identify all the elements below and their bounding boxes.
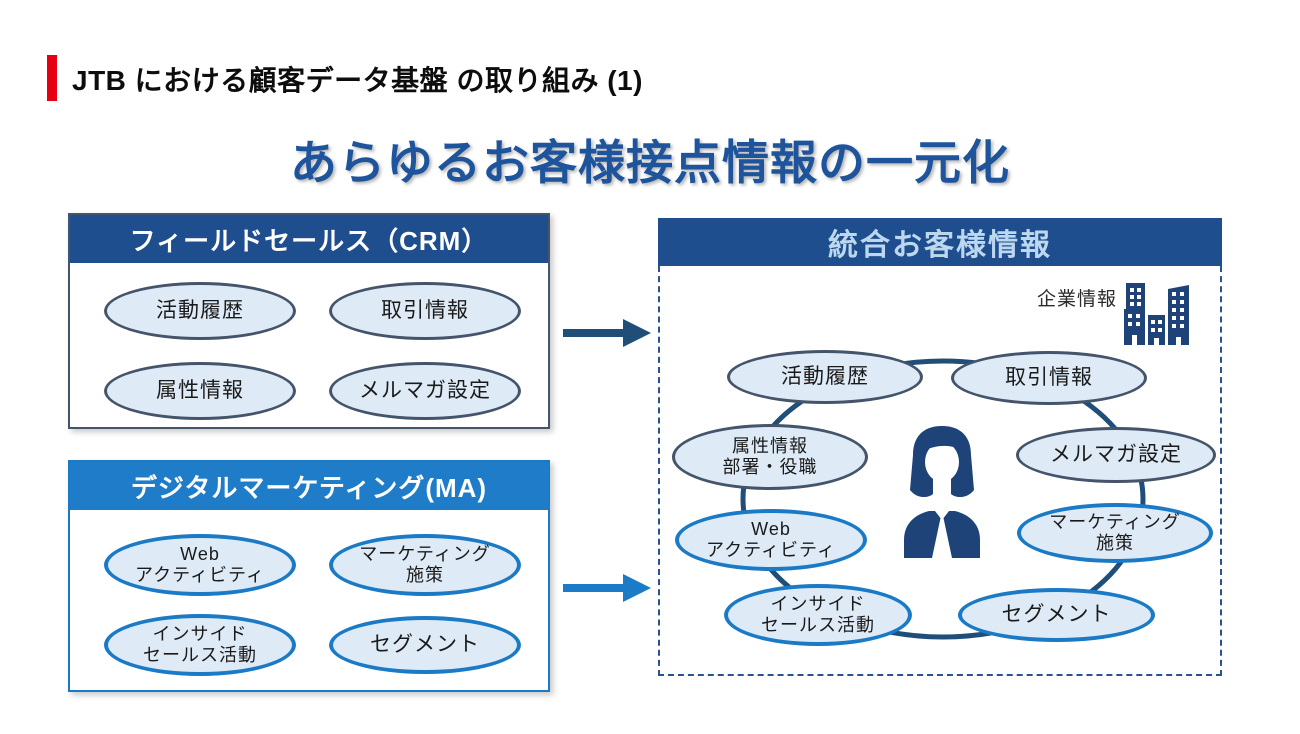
- node-label: アクティビティ: [706, 540, 836, 560]
- unified-panel-header: 統合お客様情報: [658, 218, 1222, 266]
- crm-node-transaction-info: 取引情報: [329, 282, 521, 340]
- ma-node-marketing-measures: マーケティング 施策: [329, 534, 521, 596]
- ma-to-unified-arrow-icon: [563, 574, 651, 602]
- title-accent-bar: [47, 55, 57, 101]
- ma-node-inside-sales: インサイド セールス活動: [104, 614, 296, 676]
- node-label: インサイド: [152, 623, 248, 644]
- unified-node-web-activity: Web アクティビティ: [675, 509, 867, 571]
- node-label: セールス活動: [143, 645, 257, 665]
- crm-node-activity-history: 活動履歴: [104, 282, 296, 340]
- node-label: 活動履歴: [156, 298, 244, 322]
- unified-node-inside-sales: インサイド セールス活動: [724, 584, 912, 646]
- node-label: Web: [180, 543, 220, 564]
- node-label: 活動履歴: [781, 364, 869, 388]
- node-label: 属性情報: [732, 435, 808, 456]
- unified-node-mailmag-settings: メルマガ設定: [1016, 427, 1216, 483]
- connection-ring: [740, 358, 1146, 640]
- node-label: Web: [751, 518, 791, 539]
- node-label: 取引情報: [381, 298, 469, 322]
- node-label: セールス活動: [761, 615, 875, 635]
- node-label: アクティビティ: [135, 565, 265, 585]
- node-label: 施策: [406, 565, 444, 585]
- crm-node-mailmag-settings: メルマガ設定: [329, 362, 521, 420]
- unified-node-activity-history: 活動履歴: [727, 350, 923, 404]
- crm-node-attribute-info: 属性情報: [104, 362, 296, 420]
- node-label: マーケティング: [1049, 511, 1181, 532]
- unified-node-transaction-info: 取引情報: [951, 351, 1147, 405]
- node-label: 部署・役職: [722, 457, 818, 477]
- node-label: マーケティング: [359, 543, 491, 564]
- node-label: 施策: [1096, 533, 1134, 553]
- unified-node-attribute-info: 属性情報 部署・役職: [672, 424, 868, 490]
- customer-person-icon: [904, 426, 980, 558]
- ma-node-segment: セグメント: [329, 616, 521, 674]
- node-label: セグメント: [1001, 602, 1112, 626]
- node-label: セグメント: [370, 632, 480, 656]
- node-label: メルマガ設定: [359, 378, 491, 402]
- ma-panel-header: デジタルマーケティング(MA): [70, 462, 548, 510]
- main-heading: あらゆるお客様接点情報の一元化: [290, 136, 1010, 189]
- company-buildings-icon: [1124, 283, 1189, 345]
- crm-to-unified-arrow-icon: [563, 319, 651, 347]
- crm-panel-header: フィールドセールス（CRM）: [70, 215, 548, 263]
- company-info-label: 企業情報: [1036, 289, 1117, 310]
- node-label: 取引情報: [1005, 365, 1093, 389]
- unified-node-segment: セグメント: [958, 588, 1155, 642]
- node-label: 属性情報: [156, 378, 244, 402]
- node-label: インサイド: [770, 593, 866, 614]
- node-label: メルマガ設定: [1050, 442, 1182, 466]
- unified-node-marketing-measures: マーケティング 施策: [1017, 503, 1213, 563]
- ma-node-web-activity: Web アクティビティ: [104, 534, 296, 596]
- slide-title: JTB における顧客データ基盤 の取り組み (1): [72, 65, 643, 96]
